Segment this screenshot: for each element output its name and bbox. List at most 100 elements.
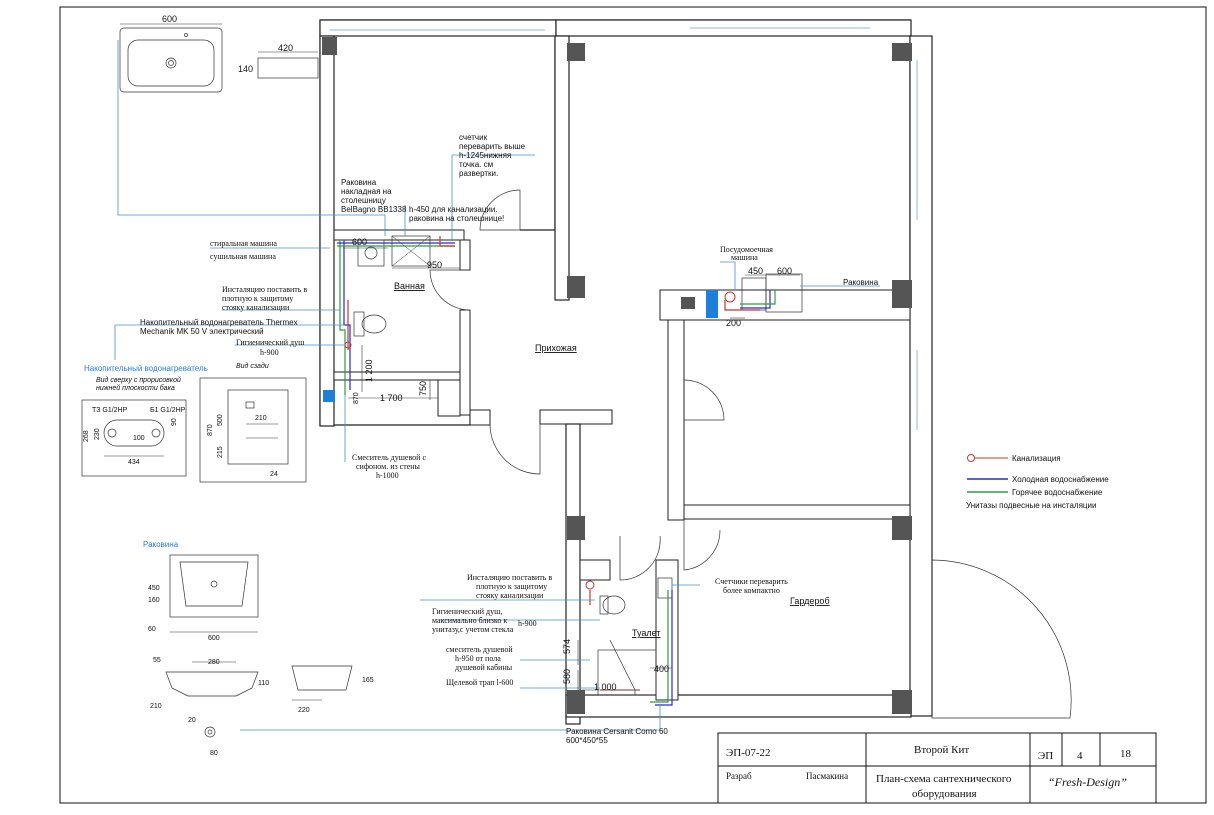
washer-label: стиральная машина: [210, 239, 277, 248]
heater-top-2: нижней плоскости бака: [96, 384, 175, 392]
legend: Канализация Холодная водоснабжение Горяч…: [966, 454, 1109, 510]
dim-s600: 600: [162, 14, 177, 24]
meters-note-2: более компактно: [723, 586, 780, 595]
sheet-frame: [59, 6, 1207, 804]
counter-note-5: развертки.: [459, 169, 498, 178]
plan-dimensions: [343, 247, 800, 691]
sink-d55: 55: [153, 657, 161, 664]
mixer-note-1: Смеситель душевой с: [352, 453, 426, 462]
t-mixer-3: душевой кабины: [455, 663, 513, 672]
hyg-shower-2: h-900: [260, 348, 279, 357]
tb-sheets: 18: [1120, 748, 1132, 760]
counter-note-1: счетчик: [459, 133, 488, 142]
kitchen-sink-symbol: [765, 273, 803, 313]
kitchen-column-blue: [706, 290, 718, 318]
room-hallway: Прихожая: [535, 343, 577, 353]
sink-note-2: накладная на: [341, 187, 392, 196]
install-note-1: Инсталяцию поставить в: [222, 285, 307, 294]
heater-d870: 870: [207, 424, 214, 436]
bathroom-sink-symbol: [391, 235, 431, 267]
sink-note-1: Раковина: [341, 178, 377, 187]
t-install-3: стояку канализации: [476, 591, 544, 600]
plan-dim-labels: 600 950 1 200 750 1 700 870 450 600 200 …: [352, 237, 792, 692]
dim-600b: 600: [777, 266, 792, 276]
legend-cold: Холодная водоснабжение: [1012, 475, 1109, 484]
dim-450: 450: [748, 266, 763, 276]
t-mixer-2: h-950 от пола: [455, 654, 501, 663]
heater-d268: 268: [83, 430, 90, 442]
drain-label: Щелевой трап l-600: [446, 678, 513, 687]
heater-top-1: Вид сверху с прорисовкой: [96, 376, 181, 384]
heater-note-1: Накопительный водонагреватель Thermex: [140, 318, 298, 327]
dim-400: 400: [654, 664, 669, 674]
dishwasher-1: Посудомоечная: [720, 245, 773, 254]
sink-d165: 165: [362, 677, 374, 684]
t-install-1: Инсталяцию поставить в: [467, 573, 552, 582]
sink-detail-title: Раковина: [143, 540, 179, 549]
heater-side: Вид сзади: [236, 362, 269, 370]
heater-detail: Накопительный водонагреватель Вид сверху…: [81, 362, 307, 483]
room-toilet: Туалет: [632, 628, 660, 638]
heater-d230: 230: [94, 428, 101, 440]
dim-200: 200: [726, 318, 741, 328]
legend-sewer: Канализация: [1012, 454, 1061, 463]
washer-symbol: [357, 239, 385, 267]
heater-symbol: [323, 390, 335, 402]
heater-d434: 434: [128, 459, 140, 466]
legend-sewer-marker: [967, 454, 975, 462]
sink-d20: 20: [188, 717, 196, 724]
tb-developer: Пасмакина: [806, 771, 848, 781]
tb-sheet: 4: [1077, 750, 1083, 762]
dim-750: 750: [418, 381, 428, 396]
t-hyg-2: максимально близко к: [432, 616, 507, 625]
dryer-label: сушильная машина: [210, 252, 276, 261]
wc-toilet-symbol: [602, 595, 626, 615]
dim-s140: 140: [238, 64, 253, 74]
tb-title-2: оборудования: [912, 788, 977, 800]
legend-note: Унитазы подвесные на инсталяции: [966, 501, 1096, 510]
heater-d500: 500: [217, 414, 224, 426]
dim-580: 580: [562, 669, 572, 684]
t-hyg-3: унитазу,с учетом стекла: [432, 625, 514, 634]
tb-developed-label: Разраб: [726, 771, 752, 781]
counter-note-2: переварить выше: [459, 142, 526, 151]
heater-lbl-right: Б1 G1/2НР: [150, 407, 186, 414]
sink-d80: 80: [210, 750, 218, 757]
sink-detail: Раковина 450 160 60 600 280 55 110 210 1…: [143, 540, 374, 757]
tb-code: ЭП-07-22: [726, 747, 771, 759]
heater-lbl-left: ТЗ G1/2НР: [92, 407, 128, 414]
legend-hot: Горячее водоснабжение: [1012, 488, 1103, 497]
sink-d160: 160: [148, 597, 160, 604]
install-note-3: стояку канализации: [222, 303, 290, 312]
dim-950: 950: [427, 260, 442, 270]
mixer-note-3: h-1000: [376, 471, 399, 480]
room-bathroom: Ванная: [394, 281, 425, 291]
h450-note-2: раковина на столешнице!: [409, 214, 504, 223]
meters-box: [657, 577, 673, 599]
counter-note-3: h-1245нижняя: [459, 151, 511, 160]
leader-lines: [114, 40, 880, 731]
sink-d220: 220: [298, 707, 310, 714]
t-hyg-1: Гигиенический душ,: [432, 607, 502, 616]
counter-note-4: точка. см: [459, 160, 493, 169]
sink-d280: 280: [208, 659, 220, 666]
t-mixer-1: смеситель душевой: [446, 645, 513, 654]
t-sink-1: Раковина Cersanit Como 60: [566, 727, 668, 736]
room-labels: Ванная Прихожая Туалет Гардероб: [394, 281, 830, 638]
dim-600: 600: [352, 237, 367, 247]
mixer-note-2: сифоном. из стены: [356, 462, 421, 471]
meters-note-1: Счетчики переварить: [715, 577, 788, 586]
sink-d210: 210: [150, 703, 162, 710]
sink-d110: 110: [258, 680, 269, 687]
heater-note-2: Mechanik MK 50 V электрический: [140, 327, 264, 336]
heater-d215: 215: [217, 446, 224, 458]
sink-d450: 450: [148, 585, 160, 592]
heater-d210: 210: [255, 415, 267, 422]
top-sink-detail: 600 420 140: [119, 14, 319, 93]
pipes: [337, 236, 776, 706]
t-sink-2: 600*450*55: [566, 736, 608, 745]
dim-s420: 420: [278, 43, 293, 53]
dishwasher-2: машина: [731, 253, 758, 262]
tb-stage: ЭП: [1038, 750, 1053, 762]
